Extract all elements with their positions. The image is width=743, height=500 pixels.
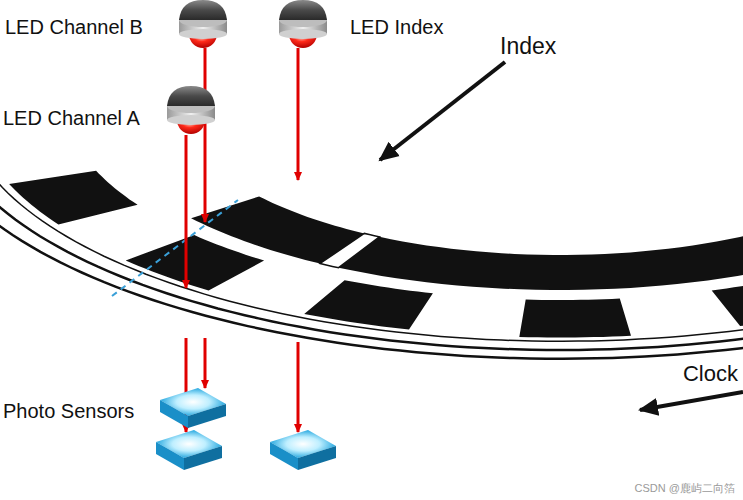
led-label: LED Index (350, 16, 443, 38)
disk-rim (0, 149, 743, 358)
pointer-label: Index (500, 34, 556, 59)
encoder-slot (126, 235, 264, 291)
light-beam (204, 338, 207, 388)
light-beam (185, 135, 188, 288)
light-beam (204, 48, 207, 222)
encoder-slot (9, 171, 138, 225)
led (179, 0, 227, 48)
disk-rim (0, 146, 743, 341)
edge-reference (112, 200, 238, 296)
encoder-slot (712, 275, 743, 326)
index-pointer (380, 62, 505, 160)
disk-rim (0, 148, 743, 350)
sensor-label: Photo Sensors (3, 400, 134, 422)
led-label: LED Channel A (3, 107, 140, 129)
led (279, 0, 327, 48)
encoder-slot (519, 299, 631, 338)
rotation-label: Clock (683, 362, 738, 386)
disk-surface (0, 126, 743, 350)
watermark: CSDN @鹿屿二向箔 (635, 482, 735, 494)
led-label: LED Channel B (5, 16, 143, 38)
index-track (339, 235, 743, 291)
led (167, 86, 215, 134)
photo-sensor (270, 430, 336, 470)
photo-sensor (156, 430, 222, 470)
photo-sensor (160, 388, 226, 428)
index-gap (320, 233, 379, 267)
light-beam (297, 48, 300, 180)
rotation-arrow (640, 392, 743, 410)
light-beam (297, 342, 300, 432)
encoder-slot (304, 280, 433, 329)
